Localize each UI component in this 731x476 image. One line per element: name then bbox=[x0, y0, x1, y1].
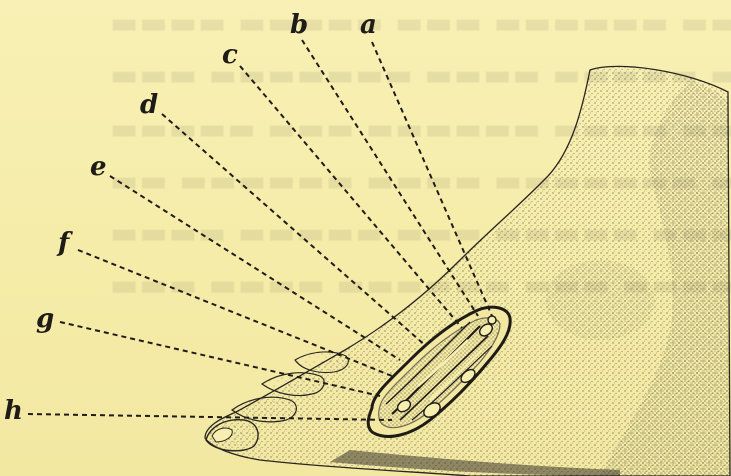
label-g: g bbox=[36, 306, 54, 332]
leader-line-c bbox=[240, 66, 462, 328]
label-h: h bbox=[4, 398, 23, 424]
label-a: a bbox=[360, 12, 377, 38]
leader-line-d bbox=[162, 114, 426, 346]
ankle-shading bbox=[545, 260, 655, 340]
label-e: e bbox=[90, 154, 107, 180]
label-b: b bbox=[290, 12, 308, 38]
label-d: d bbox=[140, 92, 158, 118]
label-f: f bbox=[58, 230, 69, 256]
label-c: c bbox=[222, 42, 238, 68]
